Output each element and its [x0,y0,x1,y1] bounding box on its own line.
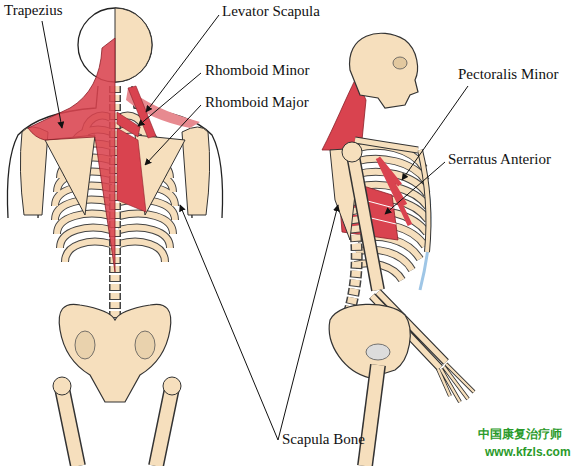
muscle-label: Trapezius [4,2,63,19]
watermark: 中国康复治疗师 [478,428,562,441]
muscle-label: Rhomboid Minor [205,62,310,79]
muscle-label: Pectoralis Minor [458,66,558,83]
leader-lines [42,15,468,440]
muscle-label: Serratus Anterior [448,151,551,168]
bone-label: Scapula Bone [282,431,365,448]
watermark: www.kfzls.com [485,446,571,459]
side-figure [322,33,474,466]
back-figure [7,8,222,466]
muscle-label: Levator Scapula [222,3,320,20]
muscle-label: Rhomboid Major [205,94,309,111]
